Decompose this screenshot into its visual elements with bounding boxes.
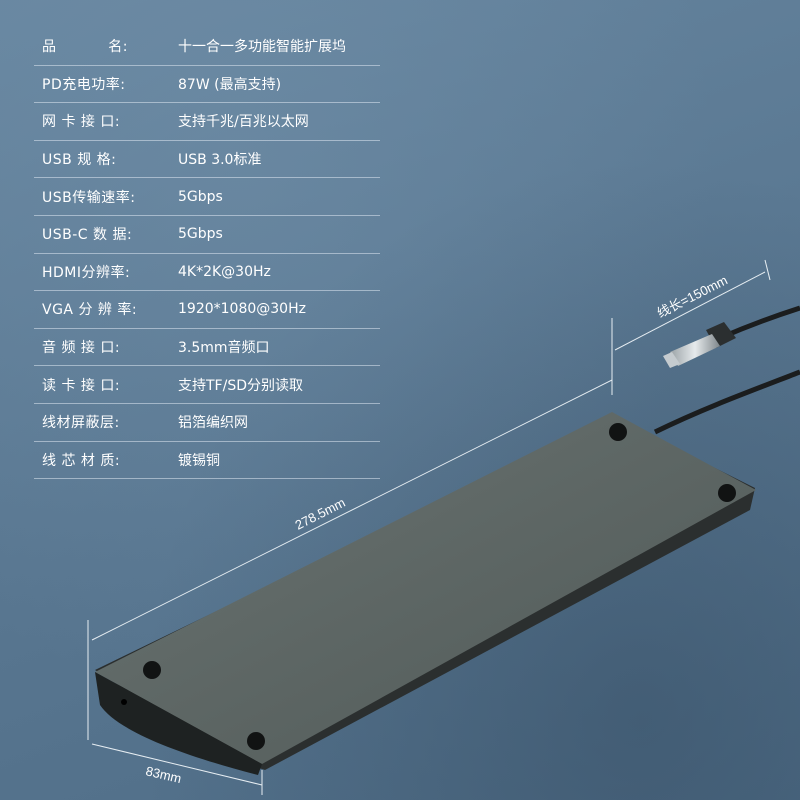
- spec-label: 读 卡 接 口:: [42, 377, 121, 394]
- device-front-wedge: [95, 672, 262, 775]
- spec-label: 品 名:: [34, 36, 178, 56]
- spec-value: 支持TF/SD分别读取: [178, 377, 303, 394]
- spec-value: 3.5mm音频口: [178, 340, 270, 357]
- spec-row-pd: PD充电功率: 87W (最高支持): [34, 66, 380, 104]
- cable: [653, 369, 800, 435]
- spec-label: USB-C 数 据:: [42, 227, 133, 244]
- spec-value: 4K*2K@30Hz: [178, 263, 271, 280]
- spec-label: USB 规 格:: [42, 152, 117, 169]
- rubber-foot: [718, 484, 736, 502]
- rubber-foot: [143, 661, 161, 679]
- spec-value: 1920*1080@30Hz: [178, 301, 306, 318]
- spec-value: 5Gbps: [178, 188, 223, 205]
- dimension-lines: [87, 259, 771, 795]
- spec-label-right: 名:: [108, 39, 128, 56]
- spec-label-left: 品: [42, 39, 57, 56]
- spec-value: USB 3.0标准: [178, 152, 262, 169]
- spec-row-audio: 音 频 接 口: 3.5mm音频口: [34, 329, 380, 367]
- spec-table: 品 名: 十一合一多功能智能扩展坞 PD充电功率: 87W (最高支持) 网 卡…: [34, 28, 380, 480]
- spec-row-shielding: 线材屏蔽层: 铝箔编织网: [34, 404, 380, 442]
- usb-c-connector: [663, 322, 736, 368]
- spec-value: 支持千兆/百兆以太网: [178, 114, 309, 131]
- spec-value: 5Gbps: [178, 226, 223, 243]
- spec-row-name: 品 名: 十一合一多功能智能扩展坞: [34, 28, 380, 66]
- spec-label: PD充电功率:: [42, 76, 126, 93]
- spec-value: 87W (最高支持): [178, 76, 282, 93]
- spec-row-ethernet: 网 卡 接 口: 支持千兆/百兆以太网: [34, 103, 380, 141]
- spec-label: 网 卡 接 口:: [42, 114, 121, 131]
- spec-label: USB传输速率:: [42, 189, 136, 206]
- spec-label: 音 频 接 口:: [42, 340, 121, 357]
- dimension-width-label: 83mm: [144, 763, 183, 786]
- spec-row-usbc: USB-C 数 据: 5Gbps: [34, 216, 380, 254]
- spec-value: 十一合一多功能智能扩展坞: [178, 39, 346, 56]
- spec-value: 镀锡铜: [178, 452, 220, 469]
- dock-device: [95, 412, 756, 775]
- spec-row-core: 线 芯 材 质: 镀锡铜: [34, 442, 380, 480]
- device-top: [95, 412, 756, 764]
- spec-value: 铝箔编织网: [178, 415, 248, 432]
- spec-row-usb-speed: USB传输速率: 5Gbps: [34, 178, 380, 216]
- rubber-foot: [609, 423, 627, 441]
- dimension-length-label: 278.5mm: [293, 495, 348, 533]
- spec-label: HDMI分辨率:: [42, 264, 131, 281]
- rubber-foot: [247, 732, 265, 750]
- spec-row-vga: VGA 分 辨 率: 1920*1080@30Hz: [34, 291, 380, 329]
- spec-row-usb: USB 规 格: USB 3.0标准: [34, 141, 380, 179]
- spec-row-card-reader: 读 卡 接 口: 支持TF/SD分别读取: [34, 366, 380, 404]
- spec-label: 线材屏蔽层:: [42, 415, 120, 432]
- spec-row-hdmi: HDMI分辨率: 4K*2K@30Hz: [34, 254, 380, 292]
- port-hole: [121, 699, 127, 705]
- spec-label: VGA 分 辨 率:: [42, 302, 138, 319]
- spec-label: 线 芯 材 质:: [42, 452, 121, 469]
